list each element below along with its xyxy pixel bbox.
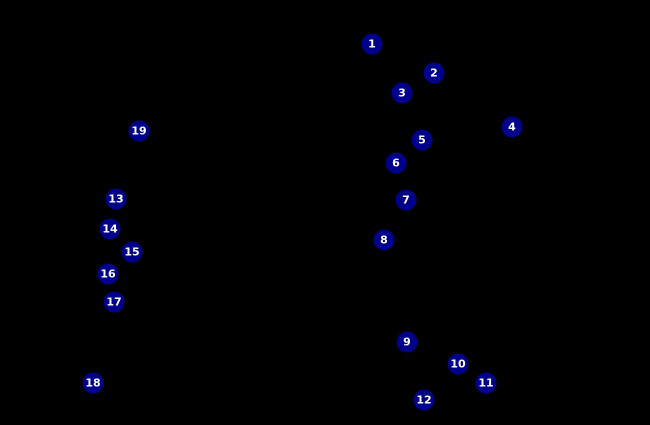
numbered-marker-4[interactable]: 4 (501, 116, 523, 138)
numbered-marker-17[interactable]: 17 (103, 291, 125, 313)
numbered-marker-14[interactable]: 14 (99, 218, 121, 240)
numbered-marker-18[interactable]: 18 (82, 372, 104, 394)
numbered-marker-10[interactable]: 10 (447, 353, 469, 375)
numbered-marker-16[interactable]: 16 (97, 263, 119, 285)
numbered-marker-5[interactable]: 5 (411, 129, 433, 151)
numbered-marker-1[interactable]: 1 (361, 33, 383, 55)
numbered-marker-8[interactable]: 8 (373, 229, 395, 251)
numbered-marker-2[interactable]: 2 (423, 62, 445, 84)
numbered-marker-9[interactable]: 9 (396, 331, 418, 353)
numbered-marker-19[interactable]: 19 (128, 120, 150, 142)
numbered-marker-3[interactable]: 3 (391, 82, 413, 104)
numbered-marker-7[interactable]: 7 (395, 189, 417, 211)
numbered-marker-11[interactable]: 11 (475, 372, 497, 394)
numbered-marker-15[interactable]: 15 (121, 241, 143, 263)
numbered-marker-12[interactable]: 12 (413, 389, 435, 411)
numbered-marker-13[interactable]: 13 (105, 188, 127, 210)
numbered-marker-6[interactable]: 6 (385, 152, 407, 174)
